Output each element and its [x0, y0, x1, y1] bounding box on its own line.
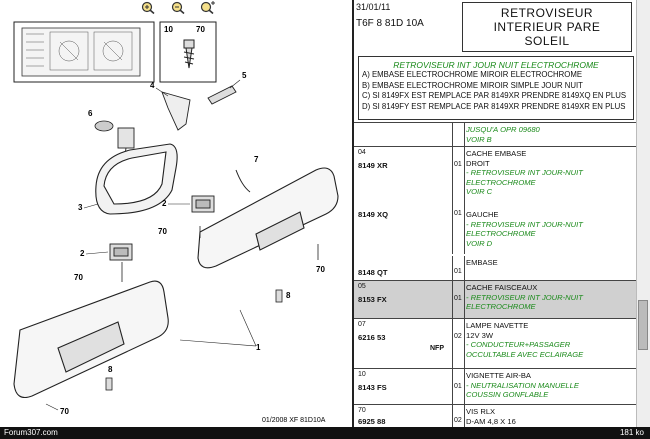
zoom-in-icon[interactable] — [140, 1, 156, 14]
variant-d: D) SI 8149FY EST REMPLACE PAR 8149XR PRE… — [362, 101, 626, 111]
table-row[interactable]: 8149 XQ 01 GAUCHE - RETROVISEUR INT JOUR… — [354, 208, 636, 254]
status-bar: Forum307.com 181 ko — [0, 427, 650, 439]
header-title-line3: SOLEIL — [524, 34, 570, 48]
table-row[interactable]: JUSQU'A OPR 09680 VOIR B — [354, 122, 636, 146]
table-row[interactable]: 07 6216 53 NFP 02 LAMPE NAVETTE 12V 3W -… — [354, 318, 636, 368]
svg-text:8: 8 — [108, 365, 113, 374]
svg-text:70: 70 — [316, 265, 325, 274]
site-name: Forum307.com — [4, 428, 58, 437]
variant-a: A) EMBASE ELECTROCHROME MIROIR ELECTROCH… — [362, 70, 583, 79]
diagram-panel: 10 70 4 5 6 3 — [13, 21, 339, 424]
scrollbar-thumb[interactable] — [638, 300, 648, 350]
header-title-line1: RETROVISEUR — [500, 6, 594, 20]
variants-box: RETROVISEUR INT JOUR NUIT ELECTROCHROME … — [358, 56, 634, 120]
fit-zoom-icon[interactable] — [200, 0, 216, 14]
header-title-line2: INTERIEUR PARE — [493, 20, 601, 34]
svg-text:8: 8 — [286, 291, 291, 300]
zoom-out-icon[interactable] — [170, 1, 186, 14]
file-size: 181 ko — [619, 428, 644, 437]
panel-divider — [352, 0, 354, 427]
parts-diagram: 10 70 4 5 6 3 — [13, 21, 339, 424]
table-row[interactable]: 10 8143 FS 01 VIGNETTE AIR-BA - NEUTRALI… — [354, 368, 636, 404]
header-date: 31/01/11 — [356, 2, 391, 12]
header-info: 31/01/11 T6F 8 81D 10A — [356, 2, 460, 52]
zoom-toolbar — [140, 0, 216, 14]
diagram-footer: 01/2008 XF 81D10A — [262, 417, 326, 424]
svg-text:6: 6 — [88, 109, 93, 118]
table-row[interactable]: 70 6925 88 02 VIS RLX D-AM 4,8 X 16 — [354, 404, 636, 427]
svg-text:70: 70 — [60, 407, 69, 416]
svg-text:70: 70 — [74, 273, 83, 282]
svg-text:1: 1 — [256, 343, 261, 352]
sticker-box — [13, 21, 155, 83]
svg-text:4: 4 — [150, 81, 155, 90]
variant-b: B) EMBASE ELECTROCHROME MIROIR SIMPLE JO… — [362, 80, 583, 90]
parts-list-panel: 31/01/11 T6F 8 81D 10A RETROVISEUR INTER… — [354, 0, 650, 427]
callout-10: 10 — [164, 25, 173, 34]
table-row-selected[interactable]: 05 8153 FX 01 CACHE FAISCEAUX - RETROVIS… — [354, 280, 636, 318]
table-row[interactable]: 8148 QT 01 EMBASE — [354, 256, 636, 280]
svg-text:70: 70 — [196, 25, 205, 34]
svg-text:3: 3 — [78, 203, 83, 212]
vertical-scrollbar[interactable] — [636, 0, 650, 427]
svg-text:7: 7 — [254, 155, 259, 164]
variant-c: C) SI 8149FX EST REMPLACE PAR 8149XR PRE… — [362, 91, 627, 100]
parts-table: JUSQU'A OPR 09680 VOIR B 04 8149 XR 01 C… — [354, 122, 636, 427]
svg-text:2: 2 — [162, 199, 167, 208]
variants-title: RETROVISEUR INT JOUR NUIT ELECTROCHROME — [393, 60, 599, 70]
header-code: T6F 8 81D 10A — [356, 18, 424, 29]
header-title-box: RETROVISEUR INTERIEUR PARE SOLEIL — [462, 2, 632, 52]
svg-text:70: 70 — [158, 227, 167, 236]
table-row[interactable]: 04 8149 XR 01 CACHE EMBASE DROIT - RETRO… — [354, 146, 636, 210]
svg-text:5: 5 — [242, 71, 247, 80]
svg-text:2: 2 — [80, 249, 85, 258]
